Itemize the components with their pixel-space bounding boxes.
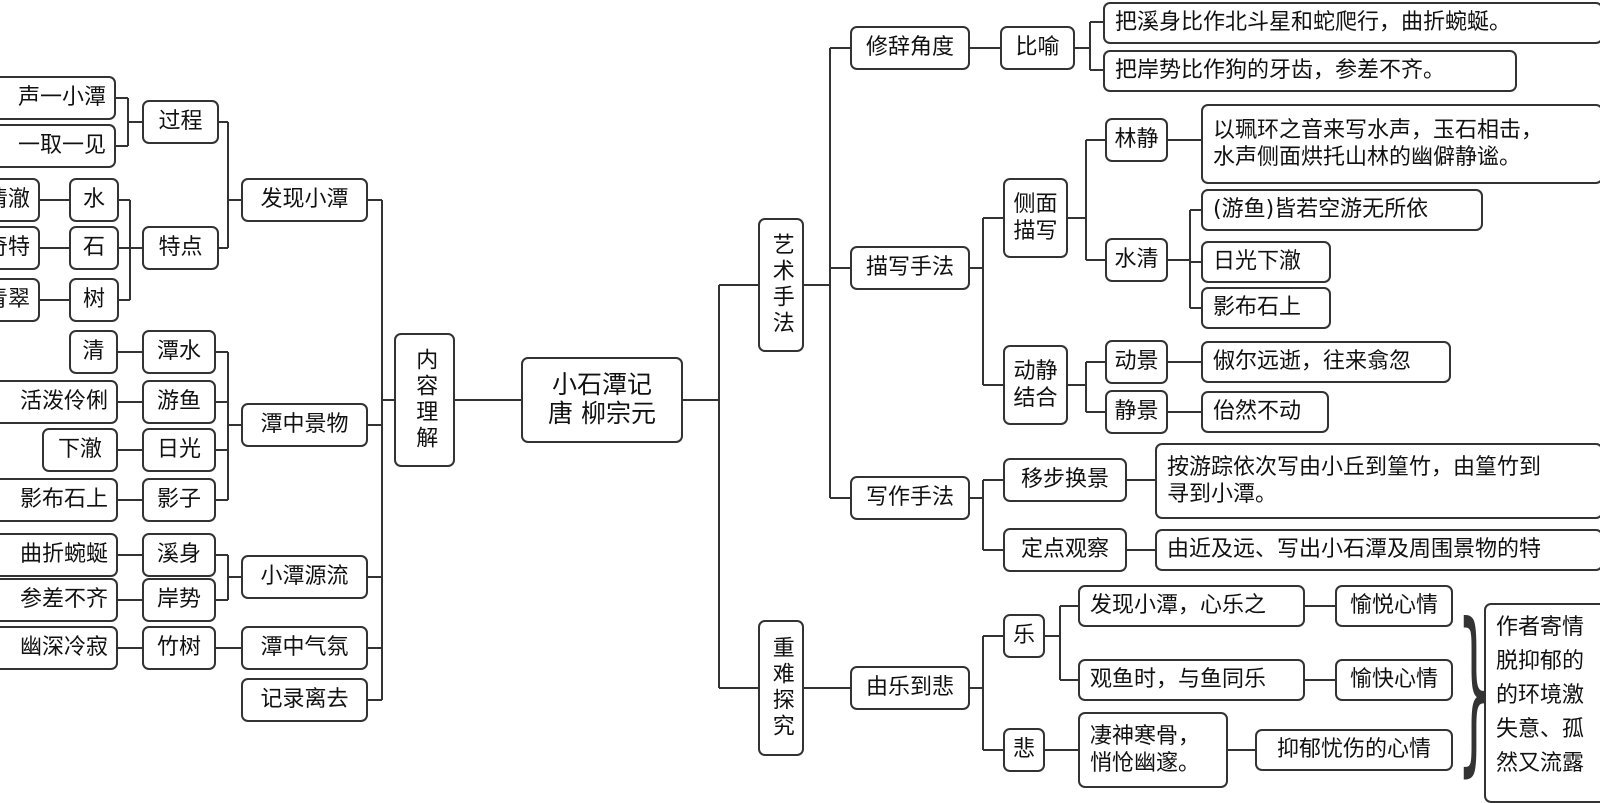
node-shadow-on-stone[interactable]: 影布石上 [0, 478, 118, 522]
node-deep-silent[interactable]: 幽深冷寂 [0, 626, 118, 670]
node-motion-stillness[interactable]: 动静 结合 [1003, 345, 1068, 425]
node-content-understanding[interactable]: 内容理解 [394, 333, 455, 467]
node-clear-water[interactable]: 清 [69, 330, 118, 374]
node-dynamic-text[interactable]: 俶尔远逝，往来翕忽 [1201, 341, 1451, 383]
node-discover-pond[interactable]: 发现小潭 [241, 178, 368, 222]
node-joy[interactable]: 乐 [1003, 614, 1045, 658]
root-node-title[interactable]: 小石潭记 唐 柳宗元 [521, 357, 683, 443]
node-fixed-observe-text[interactable]: 由近及远、写出小石潭及周围景物的特 [1155, 529, 1600, 571]
node-stone[interactable]: 石 [69, 226, 119, 270]
node-pond-source[interactable]: 小潭源流 [241, 555, 368, 599]
node-artistic-technique[interactable]: 艺术手法 [758, 218, 804, 352]
node-stream-body[interactable]: 溪身 [142, 533, 216, 577]
node-process[interactable]: 过程 [142, 100, 219, 144]
node-bamboo-trees[interactable]: 竹树 [142, 626, 216, 670]
node-joy-fish[interactable]: 观鱼时，与鱼同乐 [1078, 659, 1305, 701]
node-moving-scene[interactable]: 移步换景 [1003, 458, 1127, 502]
node-features[interactable]: 特点 [142, 226, 219, 270]
node-forest-quiet[interactable]: 林静 [1105, 118, 1168, 162]
node-dynamic-scene[interactable]: 动景 [1105, 340, 1168, 384]
node-sorrow[interactable]: 悲 [1003, 728, 1045, 772]
node-sorrow-text[interactable]: 凄神寒骨， 悄怆幽邃。 [1078, 712, 1228, 788]
node-record-leaving[interactable]: 记录离去 [241, 678, 368, 722]
node-sunlight-down[interactable]: 日光下澈 [1201, 241, 1331, 283]
node-forest-quiet-text[interactable]: 以珮环之音来写水声，玉石相击， 水声侧面烘托山林的幽僻静谧。 [1201, 104, 1600, 184]
node-joy-to-sorrow[interactable]: 由乐到悲 [850, 666, 970, 710]
node-pond-water[interactable]: 潭水 [142, 330, 216, 374]
node-metaphor[interactable]: 比喻 [1000, 26, 1075, 70]
node-description[interactable]: 描写手法 [850, 246, 970, 290]
node-pond-atmosphere[interactable]: 潭中气氛 [241, 626, 368, 670]
node-author-emotion[interactable]: 作者寄情 脱抑郁的 的环境激 失意、孤 然又流露 [1484, 603, 1600, 803]
node-winding[interactable]: 曲折蜿蜒 [0, 533, 118, 577]
node-one-take-one-see[interactable]: 一取一见 [0, 124, 116, 168]
node-water[interactable]: 水 [69, 178, 119, 222]
node-pond-scenery[interactable]: 潭中景物 [241, 403, 368, 447]
node-static-scene[interactable]: 静景 [1105, 390, 1168, 434]
node-fish[interactable]: 游鱼 [142, 380, 216, 424]
node-rhetoric[interactable]: 修辞角度 [850, 26, 970, 70]
node-tree[interactable]: 树 [69, 278, 119, 322]
node-depressed-mood[interactable]: 抑郁忧伤的心情 [1255, 729, 1453, 771]
node-uneven[interactable]: 参差不齐 [0, 578, 118, 622]
node-key-difficulty[interactable]: 重难探究 [758, 620, 804, 756]
node-shadow-stone[interactable]: 影布石上 [1201, 287, 1331, 329]
node-water-clear[interactable]: 水清 [1105, 238, 1168, 282]
node-pleased-mood[interactable]: 愉悦心情 [1335, 585, 1453, 627]
node-lively[interactable]: 活泼伶俐 [0, 380, 118, 424]
node-joy-discover[interactable]: 发现小潭，心乐之 [1078, 585, 1305, 627]
node-sunlight[interactable]: 日光 [142, 428, 216, 472]
node-moving-scene-text[interactable]: 按游踪依次写由小丘到篁竹，由篁竹到 寻到小潭。 [1155, 443, 1600, 519]
node-peculiar[interactable]: 奇特 [0, 226, 40, 270]
node-bank-shape[interactable]: 岸势 [142, 578, 216, 622]
node-fish-in-air[interactable]: (游鱼)皆若空游无所依 [1201, 189, 1483, 231]
node-shine-down[interactable]: 下澈 [42, 428, 118, 472]
node-happy-mood[interactable]: 愉快心情 [1335, 659, 1453, 701]
node-hear-pond[interactable]: 声一小潭 [0, 76, 116, 120]
node-verdant[interactable]: 青翠 [0, 278, 40, 322]
node-metaphor-stream[interactable]: 把溪身比作北斗星和蛇爬行，曲折蜿蜒。 [1103, 2, 1600, 44]
node-metaphor-bank[interactable]: 把岸势比作狗的牙齿，参差不齐。 [1103, 50, 1517, 92]
node-clear[interactable]: 清澈 [0, 178, 40, 222]
node-fixed-observe[interactable]: 定点观察 [1003, 528, 1127, 572]
node-static-text[interactable]: 佁然不动 [1201, 391, 1329, 433]
node-writing-technique[interactable]: 写作手法 [850, 476, 970, 520]
node-side-description[interactable]: 侧面 描写 [1003, 178, 1068, 258]
node-shadow[interactable]: 影子 [142, 478, 216, 522]
